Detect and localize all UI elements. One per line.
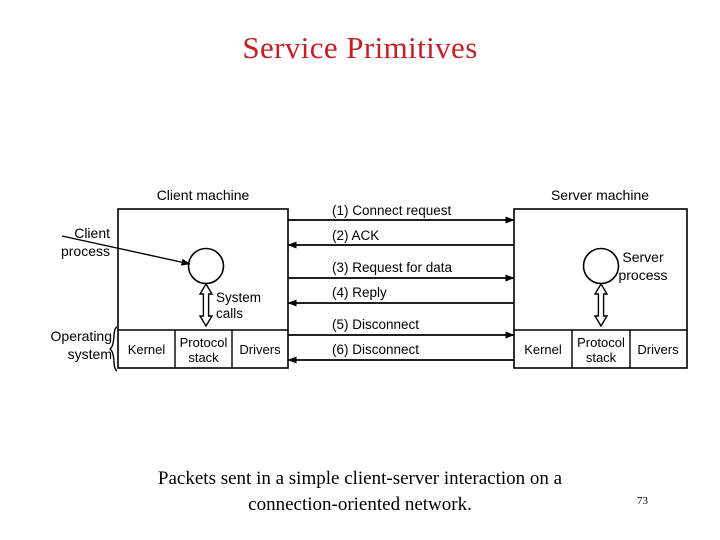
server-process-circle xyxy=(582,247,620,285)
client-layer-protocol-label-line1: Protocol xyxy=(180,335,228,350)
page-title: Service Primitives xyxy=(242,30,478,65)
client-process-leader-line xyxy=(61,235,191,266)
message-label-6: (6) Disconnect xyxy=(332,342,419,357)
page-number: 73 xyxy=(637,495,648,507)
system-calls-label-line1: System xyxy=(216,290,261,305)
figure-caption: Packets sent in a simple client-server i… xyxy=(60,466,660,518)
operating-system-label-line2: system xyxy=(68,346,112,362)
client-system-calls-arrow xyxy=(198,282,214,328)
system-calls-label-line2: calls xyxy=(216,306,243,321)
client-layer-protocol-label-line2: stack xyxy=(188,350,219,365)
server-process-label-line1: Server xyxy=(622,249,664,265)
message-label-2: (2) ACK xyxy=(332,228,379,243)
client-layer-drivers-label: Drivers xyxy=(239,342,281,357)
operating-system-brace xyxy=(108,326,118,372)
server-process-label-line2: process xyxy=(618,267,667,283)
client-machine-group: Client machine System calls Kernel Proto… xyxy=(51,187,289,372)
figure-caption-line1: Packets sent in a simple client-server i… xyxy=(157,468,563,489)
server-layer-kernel-label: Kernel xyxy=(524,342,562,357)
client-server-diagram: Client machine System calls Kernel Proto… xyxy=(51,187,688,372)
message-arrows-group: (1) Connect request (2) ACK (3) Request … xyxy=(287,203,515,364)
client-process-circle xyxy=(187,247,225,285)
client-process-label-line1: Client xyxy=(74,225,110,241)
server-machine-group: Server machine Server process Kernel Pro… xyxy=(513,187,688,369)
server-system-calls-arrow xyxy=(593,282,609,328)
server-layer-protocol-label-line1: Protocol xyxy=(577,335,625,350)
message-label-3: (3) Request for data xyxy=(332,260,453,275)
client-layer-kernel-label: Kernel xyxy=(128,342,166,357)
server-layer-drivers-label: Drivers xyxy=(637,342,679,357)
figure-caption-line2: connection-oriented network. xyxy=(248,494,472,515)
client-process-label-line2: process xyxy=(61,243,110,259)
message-label-5: (5) Disconnect xyxy=(332,317,419,332)
operating-system-label-line1: Operating xyxy=(51,328,112,344)
message-label-1: (1) Connect request xyxy=(332,203,452,218)
message-label-4: (4) Reply xyxy=(332,285,387,300)
server-machine-label: Server machine xyxy=(551,187,649,203)
server-layer-protocol-label-line2: stack xyxy=(586,350,617,365)
client-machine-label: Client machine xyxy=(157,187,250,203)
